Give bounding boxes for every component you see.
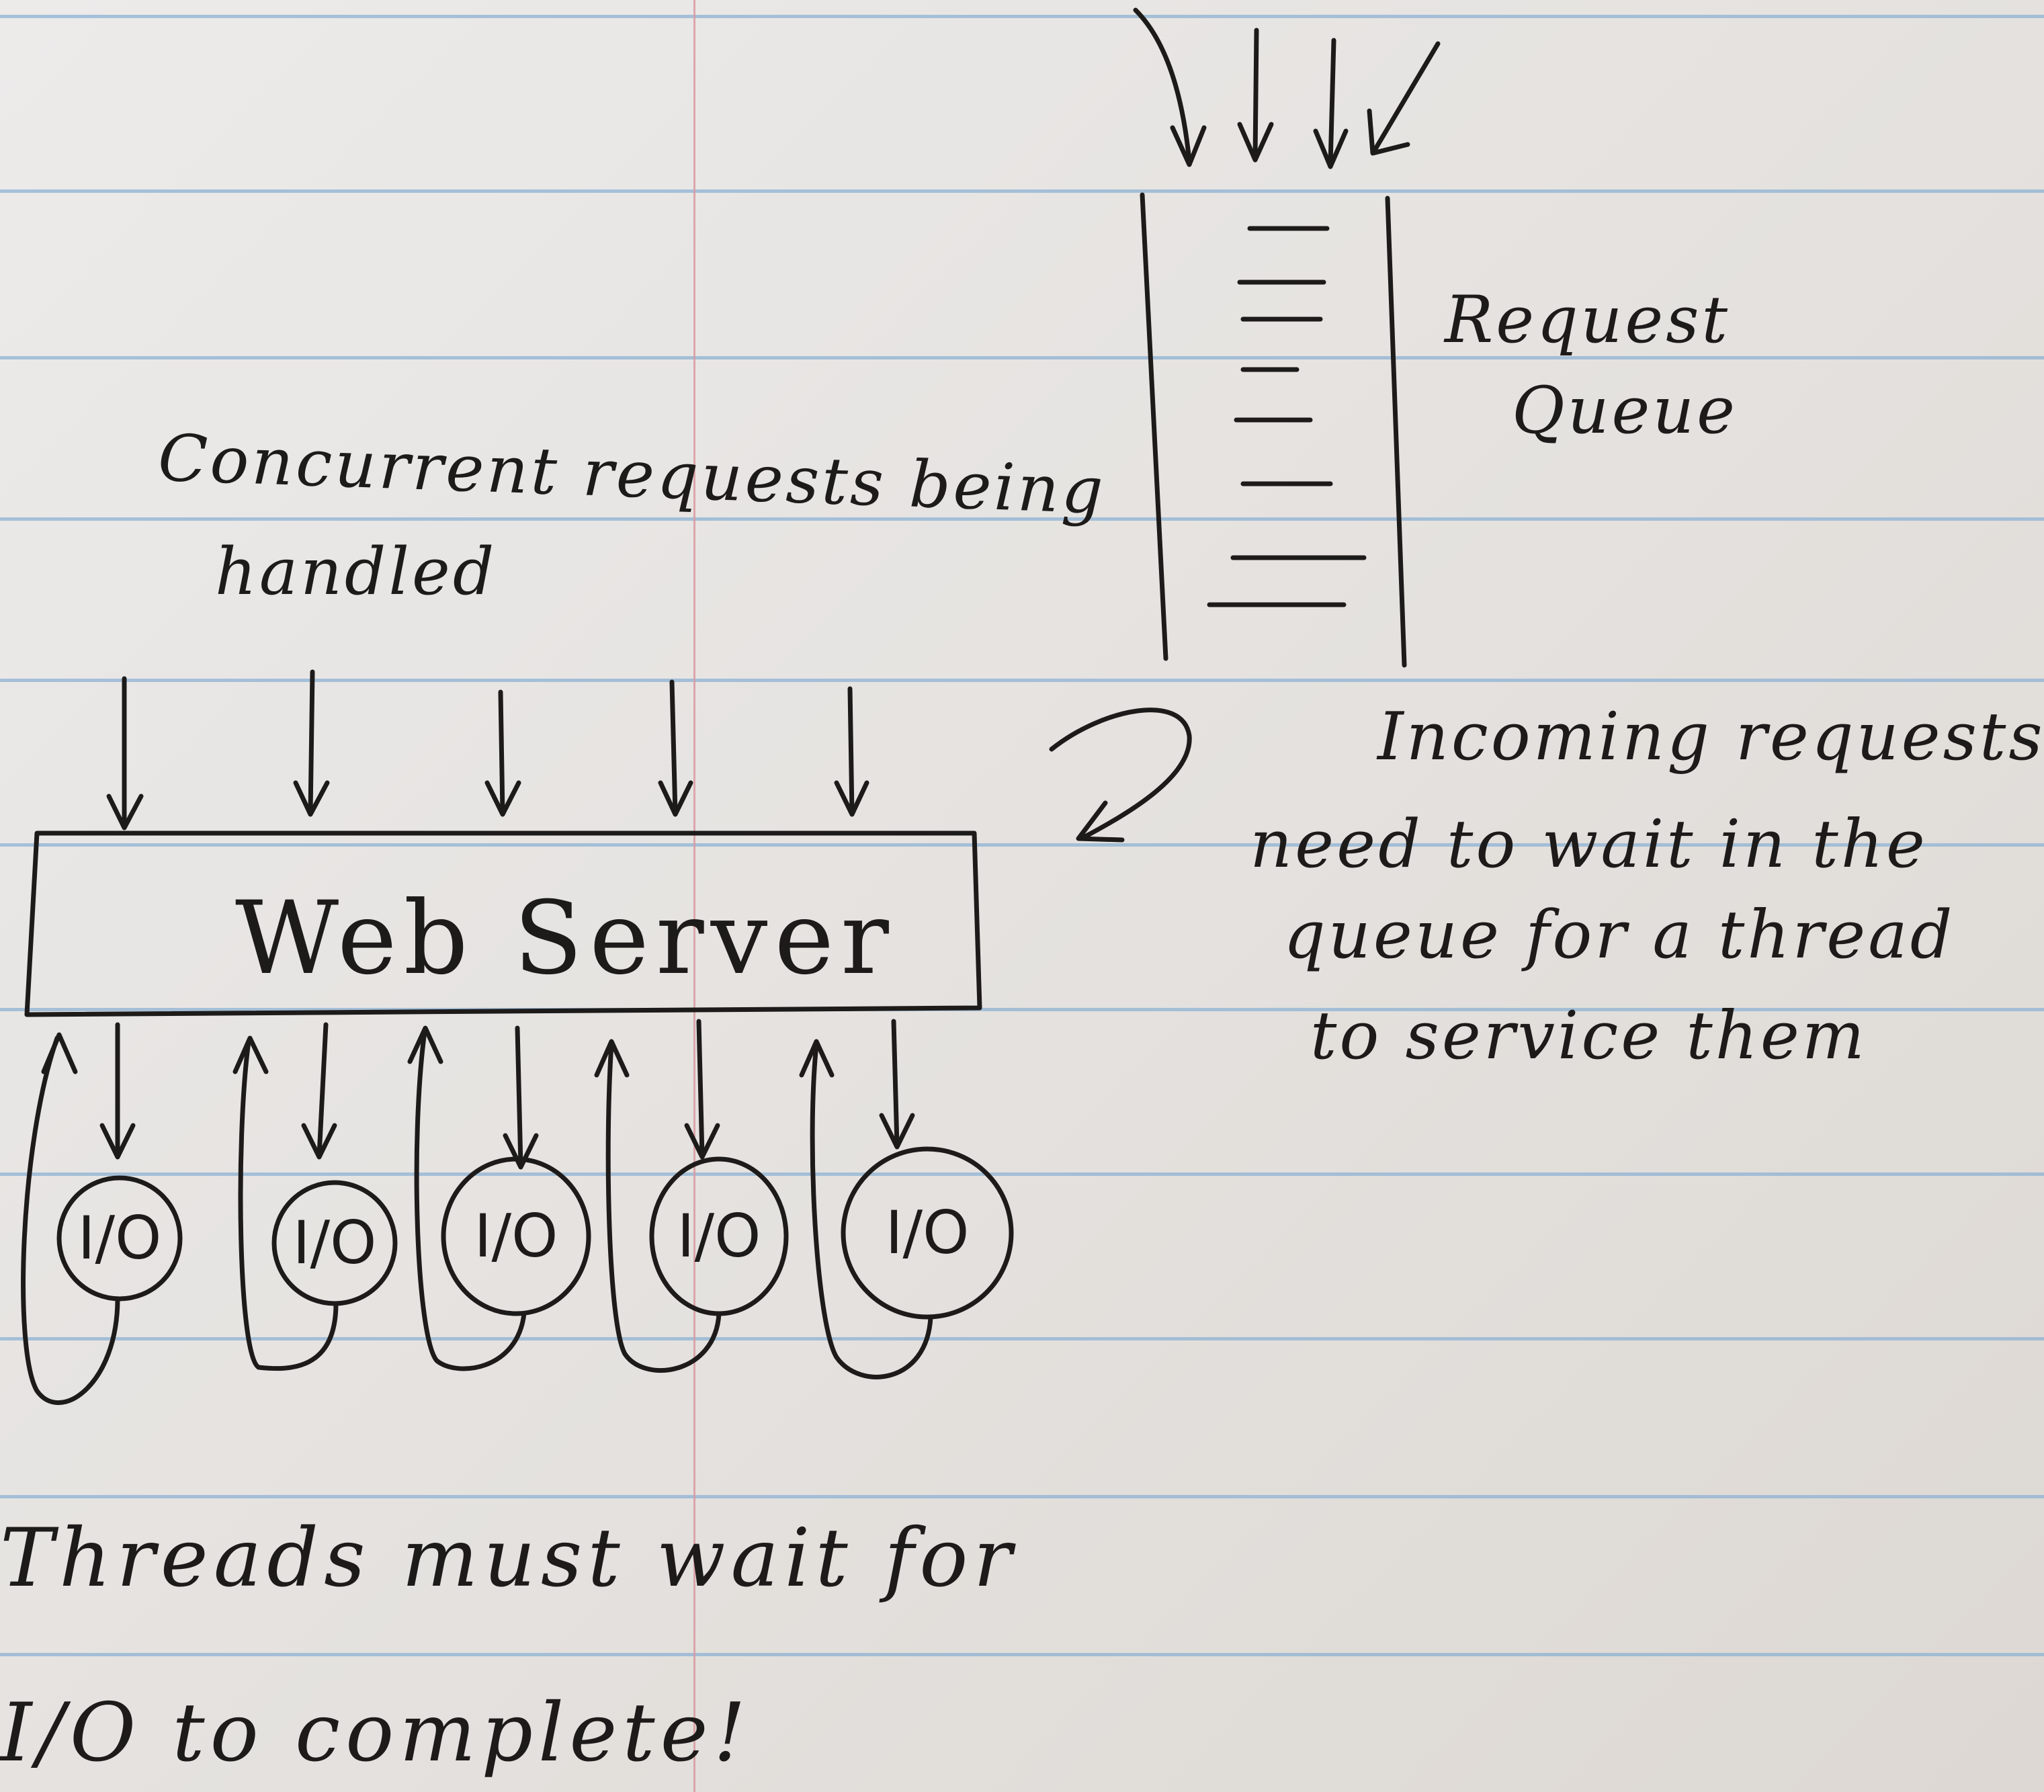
- ruled-line: [0, 1653, 2044, 1656]
- ruled-line: [0, 679, 2044, 682]
- web-server-label: Web Server: [235, 880, 896, 997]
- ruled-line: [0, 517, 2044, 521]
- io-node-label: I/O: [885, 1198, 970, 1267]
- incoming-label-line3: queue for a thread: [1283, 897, 1955, 974]
- io-node-label: I/O: [292, 1208, 377, 1277]
- request-queue: [1140, 192, 1407, 668]
- incoming-label-line2: need to wait in the: [1250, 806, 1928, 883]
- concurrent-label-line2: handled: [215, 534, 497, 609]
- web-server-box: [24, 830, 982, 1017]
- ruled-line: [0, 189, 2044, 193]
- ruled-line: [0, 1337, 2044, 1340]
- incoming-label-line4: to service them: [1310, 998, 1867, 1074]
- footer-note-line1: Threads must wait for: [0, 1512, 1017, 1605]
- margin-line: [693, 0, 695, 1792]
- queue-label-line2: Queue: [1512, 373, 1738, 448]
- footer-note-line2: I/O to complete!: [0, 1687, 751, 1780]
- ruled-line: [0, 1172, 2044, 1176]
- io-return-arrows: [21, 1025, 933, 1406]
- queue-incoming-arrows: [1133, 7, 1441, 169]
- incoming-label-line1: Incoming requests: [1377, 699, 2044, 775]
- ruled-line: [0, 1008, 2044, 1011]
- io-node-label: I/O: [474, 1201, 558, 1271]
- ruled-line: [0, 843, 2044, 847]
- ruled-line: [0, 1495, 2044, 1498]
- io-node-label: I/O: [77, 1203, 162, 1273]
- queue-label-line1: Request: [1445, 282, 1731, 357]
- ruled-line: [0, 356, 2044, 359]
- queue-to-server-arrow: [1049, 708, 1192, 843]
- io-node-label: I/O: [677, 1201, 761, 1271]
- io-request-arrows: [99, 1019, 915, 1170]
- request-arrows-in: [106, 669, 869, 830]
- ruled-line: [0, 15, 2044, 18]
